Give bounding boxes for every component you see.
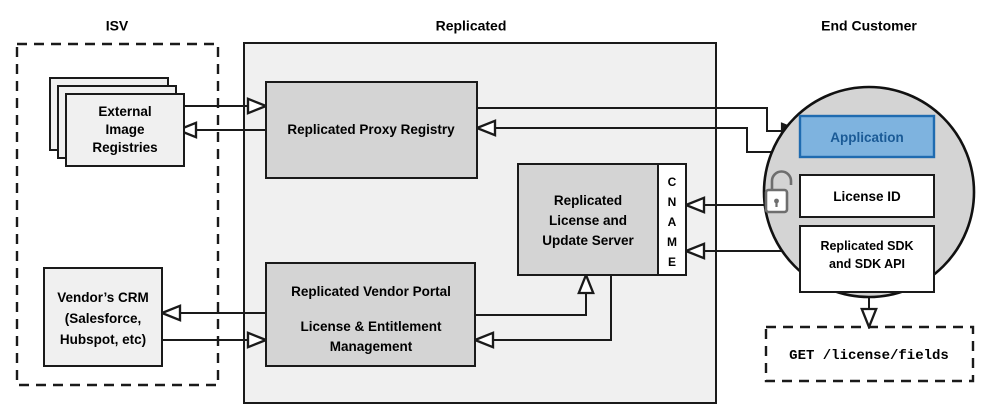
vendor-portal-box <box>265 262 476 367</box>
registries-label-line1: External <box>98 104 151 119</box>
cname-node[interactable]: C N A M E <box>657 163 687 276</box>
proxy-registry-label: Replicated Proxy Registry <box>287 122 455 137</box>
application-node[interactable]: Application <box>798 114 936 159</box>
replicated-sdk-node[interactable]: Replicated SDK and SDK API <box>799 225 935 293</box>
registries-label-line2: Image <box>105 122 145 137</box>
api-call-label: GET /license/fields <box>789 348 949 364</box>
vendor-crm-label-line2: (Salesforce, <box>65 311 142 326</box>
unlock-padlock-icon <box>764 170 793 214</box>
application-label: Application <box>830 130 904 145</box>
registries-label-line3: Registries <box>92 140 157 155</box>
replicated-sdk-label-line2: and SDK API <box>829 257 905 271</box>
connector-portal-to-license-server <box>475 275 586 316</box>
proxy-registry-box <box>265 81 478 179</box>
connector-license-server-to-portal <box>475 275 612 340</box>
license-server-label-line1: Replicated <box>554 193 622 208</box>
api-call-node: GET /license/fields <box>764 325 975 383</box>
zone-title-isv: ISV <box>106 18 129 34</box>
vendor-portal-label-line1: Replicated Vendor Portal <box>291 284 451 299</box>
cname-letter-0: C <box>668 175 677 189</box>
registries-stack-front <box>65 93 185 167</box>
cname-letter-2: A <box>668 215 677 229</box>
vendor-crm-label-line3: Hubspot, etc) <box>60 332 146 347</box>
vendor-portal-label-line2: License & Entitlement <box>300 319 442 334</box>
replicated-sdk-label-line1: Replicated SDK <box>820 239 913 253</box>
vendor-crm-box <box>43 267 163 367</box>
replicated-sdk-box <box>799 225 935 293</box>
license-id-box <box>799 174 935 218</box>
replicated-vendor-portal-node[interactable]: Replicated Vendor Portal License & Entit… <box>265 262 476 367</box>
vendor-crm-node[interactable]: Vendor’s CRM (Salesforce, Hubspot, etc) <box>43 267 163 367</box>
zone-title-end-customer: End Customer <box>821 18 917 34</box>
cname-letter-1: N <box>668 195 677 209</box>
api-call-boundary <box>764 325 975 383</box>
license-server-label-line2: License and <box>549 213 627 228</box>
zone-title-replicated: Replicated <box>436 18 507 34</box>
external-image-registries-node[interactable]: External Image Registries <box>49 77 185 167</box>
vendor-portal-label-line3: Management <box>330 339 413 354</box>
license-update-server-box <box>517 163 659 276</box>
cname-letter-3: M <box>667 235 677 249</box>
cname-letter-4: E <box>668 255 676 269</box>
license-server-label-line3: Update Server <box>542 233 634 248</box>
replicated-proxy-registry-node[interactable]: Replicated Proxy Registry <box>265 81 478 179</box>
license-id-node[interactable]: License ID <box>799 174 935 218</box>
license-id-label: License ID <box>833 189 901 204</box>
replicated-license-update-server-node[interactable]: Replicated License and Update Server <box>517 163 659 276</box>
vendor-crm-label-line1: Vendor’s CRM <box>57 290 149 305</box>
cname-box <box>657 163 687 276</box>
application-box <box>798 114 936 159</box>
